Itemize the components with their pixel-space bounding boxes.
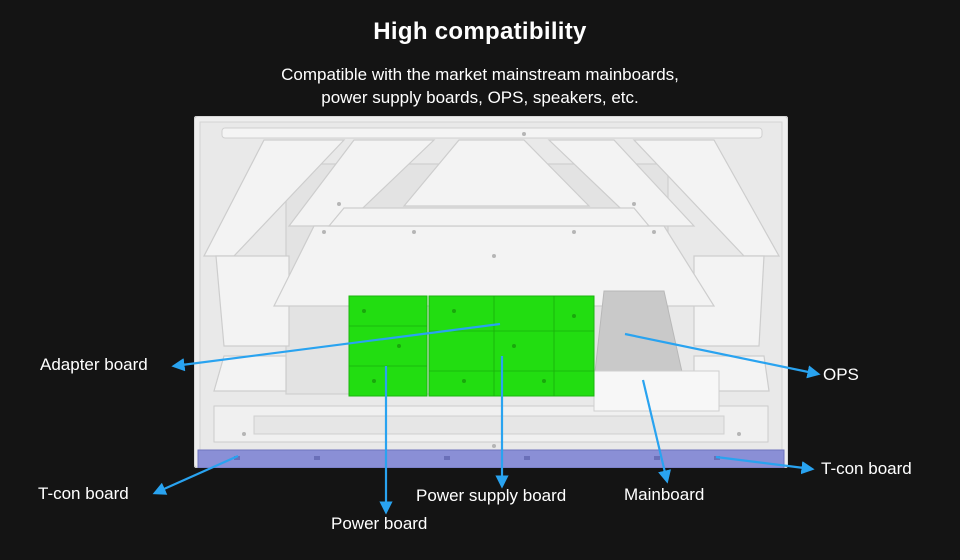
callout-tcon-board-left: T-con board <box>38 484 129 503</box>
page-title: High compatibility <box>373 18 587 45</box>
callout-tcon-board-right: T-con board <box>821 459 912 478</box>
display-back-panel-image <box>194 116 788 468</box>
callout-ops: OPS <box>823 365 859 384</box>
callout-mainboard: Mainboard <box>624 485 705 504</box>
callout-power-supply-board: Power supply board <box>416 486 567 505</box>
subtitle-line-1: Compatible with the market mainstream ma… <box>281 65 679 84</box>
callout-power-board: Power board <box>331 514 428 533</box>
callout-adapter-board: Adapter board <box>40 355 148 374</box>
subtitle-line-2: power supply boards, OPS, speakers, etc. <box>321 88 639 107</box>
page-subtitle: Compatible with the market mainstream ma… <box>0 63 960 109</box>
